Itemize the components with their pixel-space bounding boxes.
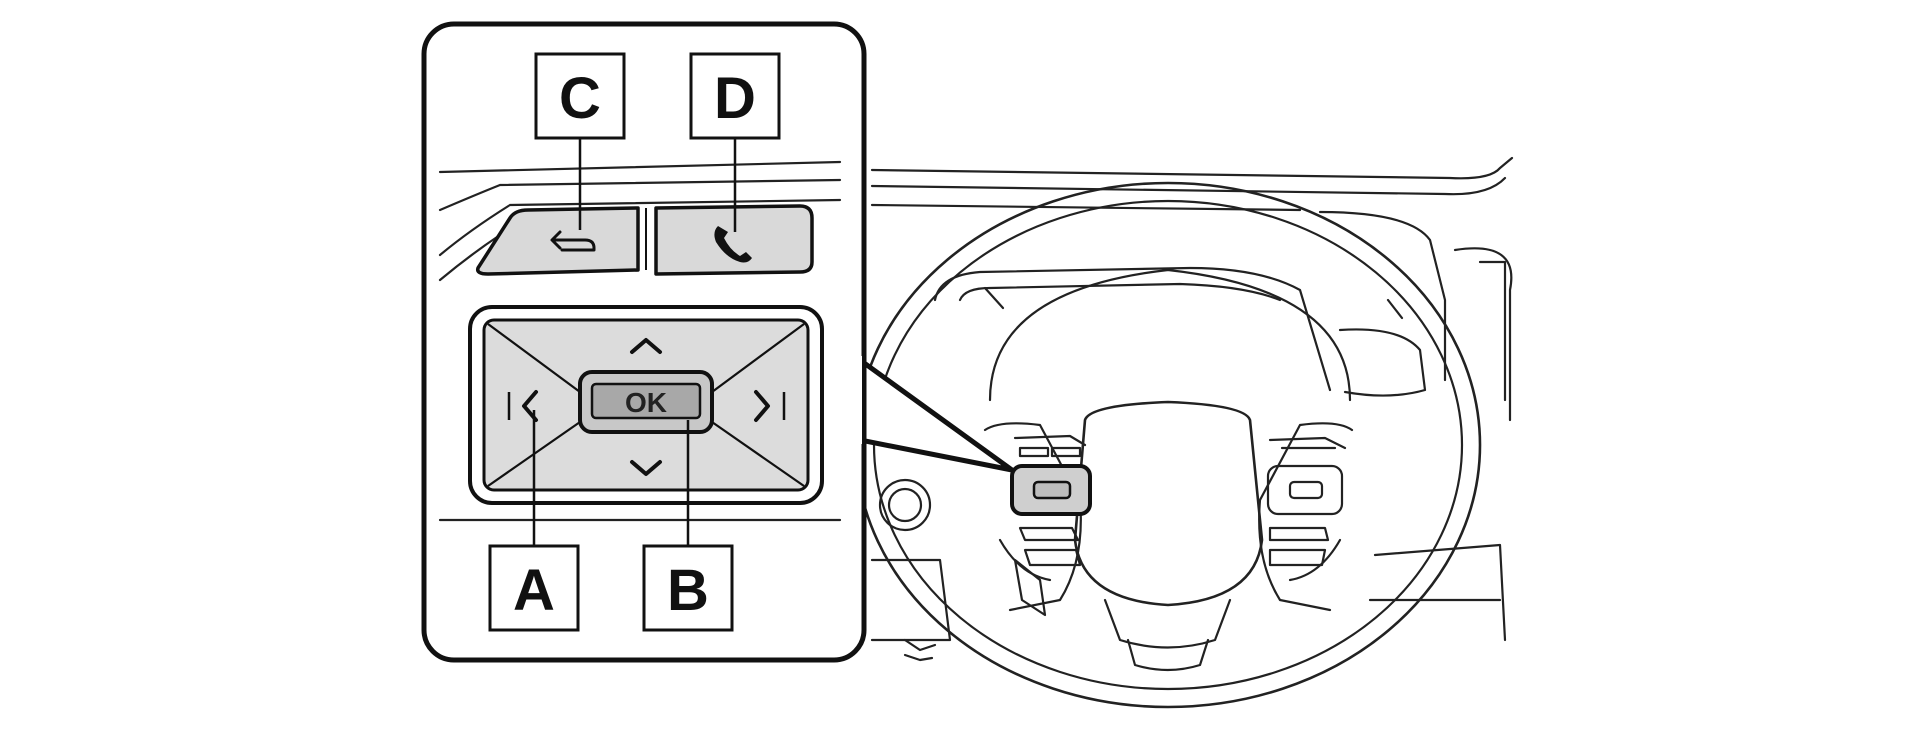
chevron-left-icon xyxy=(522,390,538,422)
chevron-down-icon xyxy=(630,460,662,476)
callout-label-b: B xyxy=(667,558,709,623)
callout-c: C xyxy=(534,52,626,140)
up-button[interactable] xyxy=(600,326,692,376)
chevron-up-icon xyxy=(630,338,662,354)
callout-label-d: D xyxy=(714,66,756,131)
callout-label-c: C xyxy=(559,66,601,131)
callout-b: B xyxy=(642,544,734,632)
right-button[interactable] xyxy=(714,370,802,442)
callout-d: D xyxy=(689,52,781,140)
callout-a: A xyxy=(488,544,580,632)
dashboard-illustration xyxy=(854,156,1514,709)
zoom-pointer xyxy=(857,355,1014,473)
ok-button-label: OK xyxy=(625,387,667,418)
chevron-right-icon xyxy=(754,390,770,422)
multi-function-pad: OK xyxy=(468,305,824,505)
zoom-callout: OK C D A B xyxy=(421,21,1014,663)
phone-handset-icon xyxy=(714,226,752,263)
down-button[interactable] xyxy=(600,438,692,488)
back-arrow-icon xyxy=(550,230,596,252)
phone-button[interactable] xyxy=(654,204,814,276)
callout-label-a: A xyxy=(513,558,555,623)
